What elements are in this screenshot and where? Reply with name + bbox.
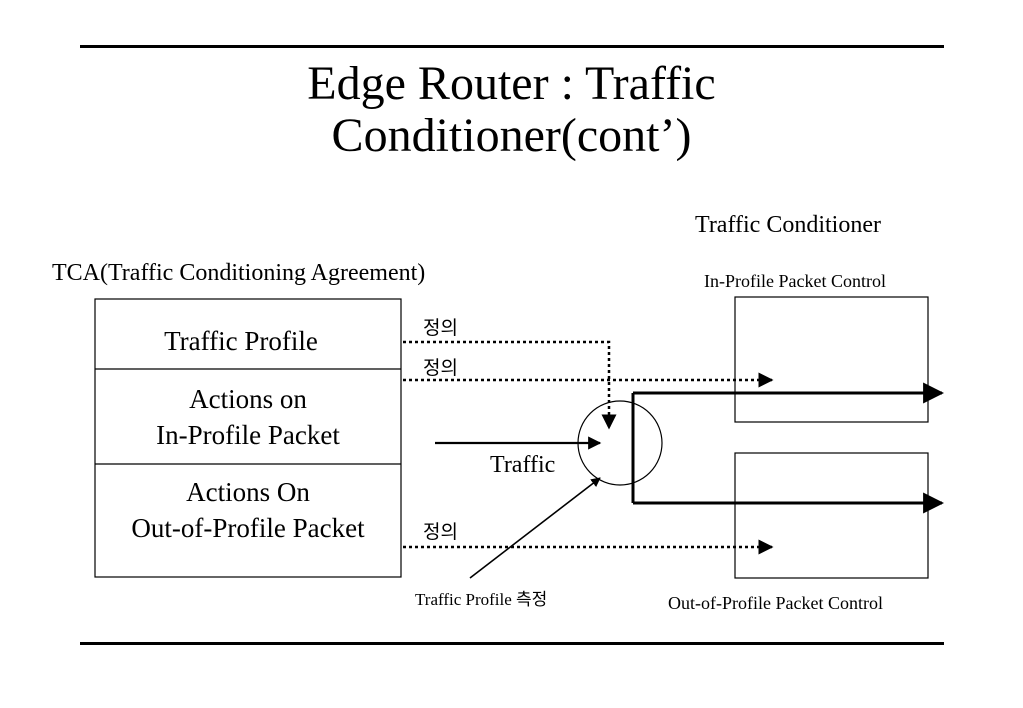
tca-row-1-line-1: Traffic Profile [164, 326, 318, 356]
title-line-2: Conditioner(cont’) [331, 109, 692, 162]
tca-row-2-line-2: In-Profile Packet [156, 419, 340, 450]
out-profile-control-box [734, 452, 929, 579]
in-profile-control-box [734, 296, 929, 423]
define-label-1: 정의 [423, 317, 458, 339]
tca-table-border [94, 298, 402, 578]
tca-row-3-line-2: Out-of-Profile Packet [131, 513, 365, 543]
top-rule [80, 45, 944, 48]
title-line-1: Edge Router : Traffic [307, 57, 716, 110]
bottom-rule [80, 642, 944, 645]
define-arrow-profile-to-meter [403, 340, 617, 430]
tca-row-out-profile-actions: Actions On Out-of-Profile Packet [95, 464, 401, 564]
traffic-label: Traffic [490, 452, 556, 478]
define-label-3: 정의 [423, 521, 458, 543]
tca-row-2-line-1: Actions on [189, 383, 307, 414]
tca-row-traffic-profile: Traffic Profile [95, 306, 401, 376]
tca-row-3-line-1: Actions On [186, 477, 310, 507]
measure-label: Traffic Profile 측정 [415, 590, 548, 609]
out-profile-control-label: Out-of-Profile Packet Control [668, 593, 883, 613]
slide-title: Edge Router : Traffic Conditioner(cont’) [0, 58, 1023, 162]
in-profile-control-label: In-Profile Packet Control [704, 271, 886, 291]
measure-arrow [469, 477, 601, 579]
define-label-2: 정의 [423, 357, 458, 379]
tca-label: TCA(Traffic Conditioning Agreement) [52, 260, 426, 286]
traffic-conditioner-label: Traffic Conditioner [695, 212, 881, 238]
tca-row-in-profile-actions: Actions on In-Profile Packet [95, 369, 401, 464]
